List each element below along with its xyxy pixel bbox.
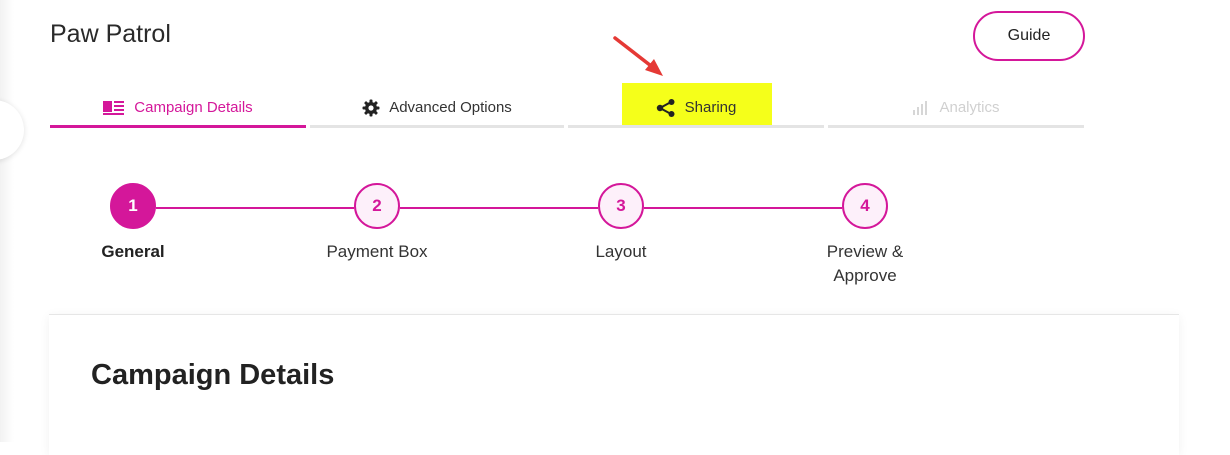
tab-label: Advanced Options [389,99,512,116]
tab-label: Campaign Details [134,99,253,116]
tab-label: Sharing [684,99,737,116]
step-connector [156,207,354,209]
step-4-label: Preview & Approve [826,242,904,285]
annotation-arrow-icon [613,36,663,76]
step-connector [400,207,598,209]
step-1-label: General [101,242,165,261]
campaign-details-icon [103,100,125,116]
tab-analytics: Analytics [828,90,1084,128]
gear-icon [362,99,380,117]
sidebar-toggle[interactable] [0,100,24,160]
section-title: Campaign Details [91,359,335,391]
tab-campaign-details[interactable]: Campaign Details [50,90,306,128]
step-connector [644,207,842,209]
sharing-tab-highlight [622,83,772,127]
step-4-circle[interactable]: 4 [842,183,888,229]
step-2-circle[interactable]: 2 [354,183,400,229]
step-3-label: Layout [595,242,647,261]
tab-sharing[interactable]: Sharing [568,90,824,128]
campaign-details-card: Campaign Details [49,314,1179,455]
share-icon [656,98,676,117]
page-title: Paw Patrol [50,20,171,48]
step-1-circle[interactable]: 1 [110,183,156,229]
left-edge-shadow [0,0,14,442]
step-2-label: Payment Box [326,242,428,261]
tab-advanced-options[interactable]: Advanced Options [310,90,564,128]
tab-label: Analytics [939,99,1000,116]
step-3-circle[interactable]: 3 [598,183,644,229]
bar-chart-icon [912,100,930,116]
guide-button[interactable]: Guide [973,11,1085,61]
